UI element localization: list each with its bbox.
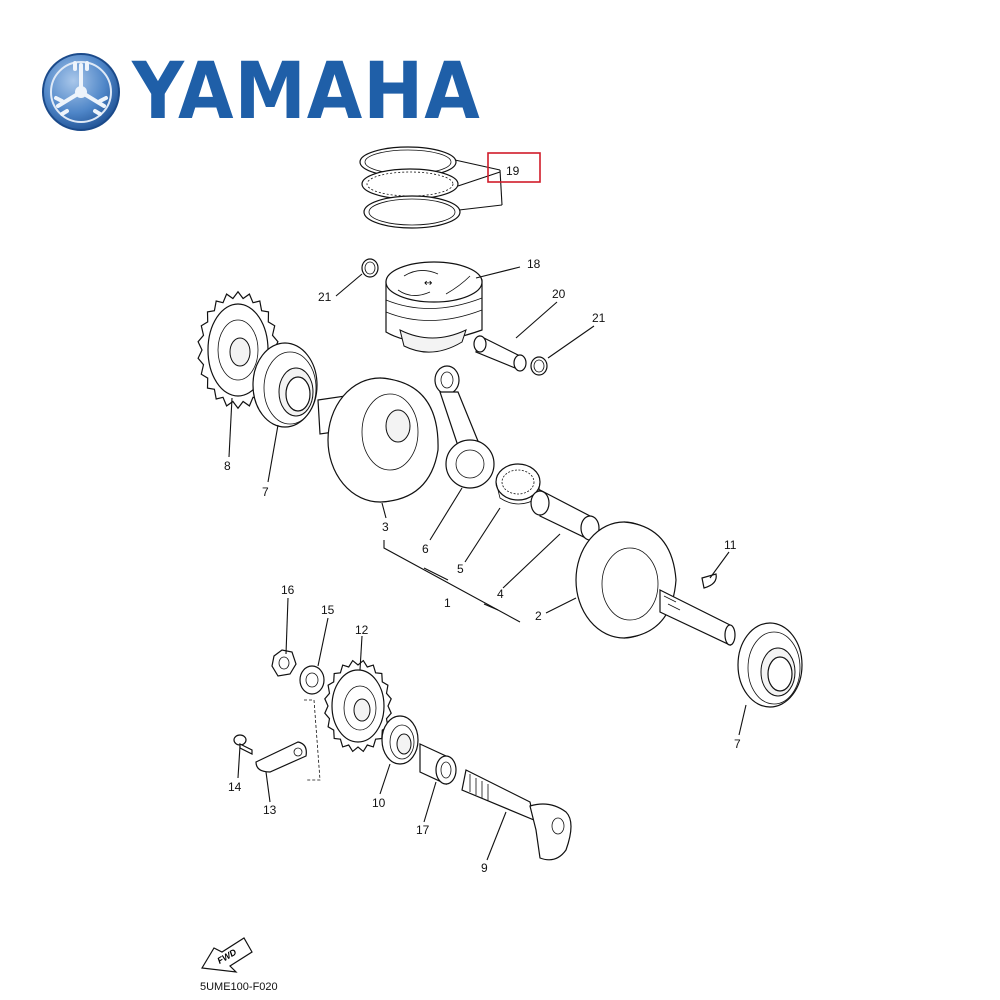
highlight-box [487,152,541,183]
main-bearing-right[interactable] [737,622,803,708]
main-bearing-left[interactable] [252,342,318,428]
brand-header: YAMAHA [40,52,511,132]
callout-2: 2 [535,609,542,623]
dashed-guide [304,699,321,781]
circlip-right[interactable] [530,356,548,376]
crank-web-left[interactable] [317,377,439,503]
callout-8: 8 [224,459,231,473]
woodruff-key[interactable] [701,573,717,589]
bolt[interactable] [233,734,253,755]
circlip-left[interactable] [361,258,379,278]
balancer-weight-plate[interactable] [255,741,307,773]
crank-web-right[interactable] [575,521,736,646]
callout-21: 21 [318,290,332,304]
fwd-arrow-icon: FWD [201,937,253,973]
callout-14: 14 [228,780,242,794]
callout-9: 9 [481,861,488,875]
callout-10: 10 [372,796,386,810]
crank-assembly-bracket [383,540,521,623]
callout-18: 18 [527,257,541,271]
callout-7: 7 [734,737,741,751]
callout-5: 5 [457,562,464,576]
svg-text:↔: ↔ [424,278,432,289]
balancer-gear[interactable] [324,659,392,753]
piston-pin[interactable] [473,335,527,372]
callout-labels: 19 18 21 20 21 8 7 3 6 5 1 4 2 11 7 16 1… [224,164,741,875]
callout-4: 4 [497,587,504,601]
callout-7: 7 [262,485,269,499]
balancer-shaft[interactable] [461,769,572,861]
crank-pin[interactable] [530,489,600,541]
callout-13: 13 [263,803,277,817]
callout-3: 3 [382,520,389,534]
tuning-fork-emblem-icon [42,53,120,131]
balancer-needle-bearing[interactable] [419,743,457,785]
callout-1: 1 [444,596,451,610]
leader-lines-19 [454,159,503,211]
balancer-bearing[interactable] [381,715,419,765]
connecting-rod[interactable] [434,365,495,489]
callout-20: 20 [552,287,566,301]
piston-ring-set[interactable] [359,146,461,229]
drawing-code: 5UME100-F020 [200,981,278,993]
callout-11: 11 [724,538,737,552]
callout-17: 17 [416,823,430,837]
nut[interactable] [271,649,297,677]
needle-bearing-big-end[interactable] [495,463,541,505]
callout-leaders [228,266,747,861]
brand-wordmark: YAMAHA [132,47,481,137]
callout-15: 15 [321,603,335,617]
callout-12: 12 [355,623,369,637]
lock-washer[interactable] [299,665,325,695]
callout-21: 21 [592,311,606,325]
callout-19: 19 [506,164,520,178]
callout-6: 6 [422,542,429,556]
callout-16: 16 [281,583,295,597]
piston[interactable]: ↔ [385,261,483,353]
